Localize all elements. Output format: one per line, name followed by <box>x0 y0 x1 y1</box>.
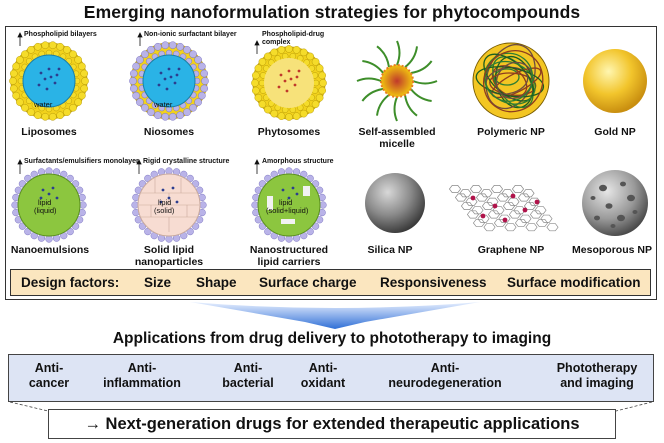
funnel-arrow <box>190 302 480 329</box>
nanoformulation-panel <box>5 26 657 300</box>
nanoemulsion-core-label-1: lipid <box>38 198 52 207</box>
silica-np-graphic <box>365 173 425 233</box>
annotation-amorphous-structure: Amorphous structure <box>262 158 334 165</box>
application-antineurodegeneration: Anti- neurodegeneration <box>388 361 502 390</box>
label-graphene-np: Graphene NP <box>477 244 545 256</box>
liposome-core-label: water <box>34 100 53 109</box>
nanoemulsion-graphic <box>11 167 87 243</box>
design-factor-size: Size <box>144 275 172 290</box>
design-factor-shape: Shape <box>196 275 237 290</box>
application-antibacterial: Anti- bacterial <box>222 361 274 390</box>
annotation-phospholipid-drug-line2: complex <box>262 39 291 46</box>
label-liposomes: Liposomes <box>21 126 77 138</box>
niosome-core-label: water <box>154 100 173 109</box>
design-factor-surface-charge: Surface charge <box>259 275 357 290</box>
label-polymeric-np: Polymeric NP <box>477 126 545 138</box>
annotation-rigid-structure: Rigid crystalline structure <box>143 158 230 165</box>
label-micelle: Self-assembled <box>358 126 436 138</box>
label-sln-line2: nanoparticles <box>134 256 204 268</box>
design-factors-label: Design factors: <box>21 275 120 290</box>
design-factor-surface-modification: Surface modification <box>507 275 641 290</box>
niosome-graphic <box>129 41 209 121</box>
nanoemulsion-core-label-2: (liquid) <box>34 206 57 215</box>
phytosome-graphic <box>251 45 327 121</box>
figure-title: Emerging nanoformulation strategies for … <box>83 2 581 22</box>
label-silica-np: Silica NP <box>367 244 413 256</box>
application-phototherapy-imaging: Phototherapy and imaging <box>556 361 638 390</box>
dashed-connectors <box>9 401 653 412</box>
label-nlc: Nanostructured <box>249 244 329 256</box>
annotation-surfactant-monolayer: Surfactants/emulsifiers monolayer <box>24 158 139 165</box>
nlc-core-label-2: (solid+liquid) <box>266 206 309 215</box>
nlc-core-label-1: lipid <box>279 198 293 207</box>
annotation-nonionic-bilayer: Non-ionic surfactant bilayer <box>144 31 237 38</box>
design-factors-bar: Design factors: Size Shape Surface charg… <box>10 269 651 296</box>
sln-core-label-1: lipid <box>158 198 172 207</box>
sln-core-label-2: (solid) <box>154 206 175 215</box>
application-antioxidant: Anti- oxidant <box>300 361 346 390</box>
annotation-phospholipid-drug: Phospholipid-drug <box>262 31 325 38</box>
label-micelle-line2: micelle <box>379 138 415 150</box>
label-mesoporous-np: Mesoporous NP <box>572 244 652 256</box>
label-gold-np: Gold NP <box>594 126 636 138</box>
gold-np-graphic <box>583 49 647 113</box>
label-phytosomes: Phytosomes <box>257 126 321 138</box>
graphene-np-graphic <box>448 185 559 232</box>
sln-graphic <box>131 167 207 243</box>
label-sln: Solid lipid <box>143 244 195 256</box>
application-antiinflammation: Anti- inflammation <box>103 361 181 390</box>
applications-title: Applications from drug delivery to photo… <box>112 330 552 347</box>
design-factor-responsiveness: Responsiveness <box>380 275 487 290</box>
annotation-phospholipid-bilayers: Phospholipid bilayers <box>24 31 97 38</box>
nlc-graphic <box>251 167 327 243</box>
applications-bar: Anti- cancer Anti- inflammation Anti- ba… <box>8 354 654 402</box>
mesoporous-np-graphic <box>582 170 648 236</box>
liposome-graphic <box>9 41 89 121</box>
label-nlc-line2: lipid carriers <box>257 256 321 268</box>
polymeric-np-graphic <box>472 42 550 120</box>
label-nanoemulsions: Nanoemulsions <box>10 244 90 256</box>
conclusion-box: → Next-generation drugs for extended the… <box>48 409 616 439</box>
application-anticancer: Anti- cancer <box>28 361 70 390</box>
micelle-graphic <box>356 40 438 122</box>
label-niosomes: Niosomes <box>143 126 195 138</box>
particles-illustration <box>9 32 648 243</box>
